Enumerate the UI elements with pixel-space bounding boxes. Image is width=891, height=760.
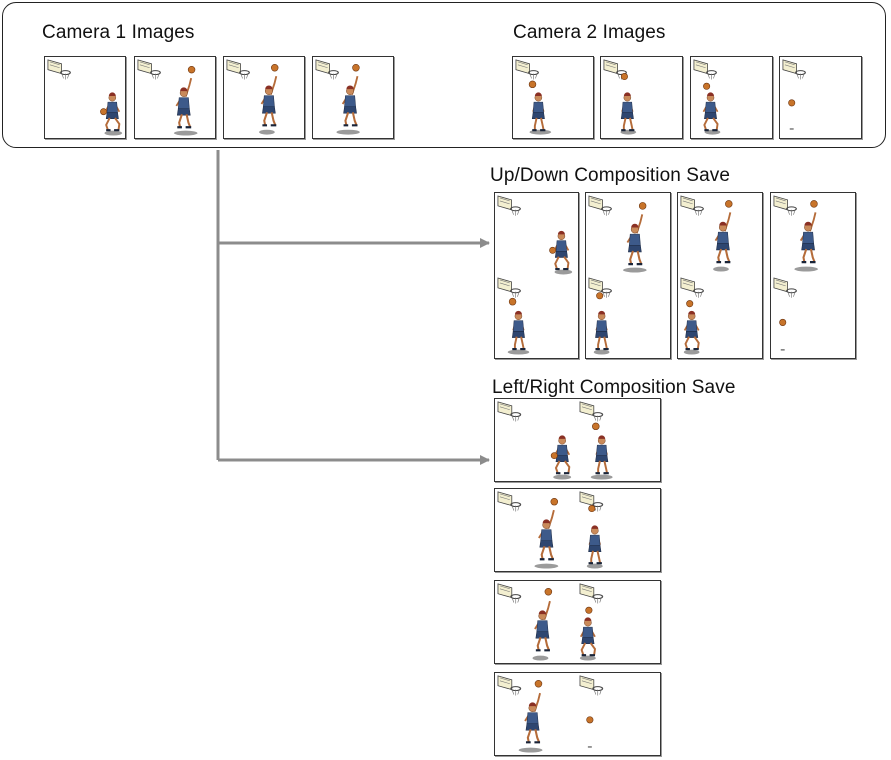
ball-icon xyxy=(596,292,604,300)
camera1-title: Camera 1 Images xyxy=(42,22,195,43)
leftright-frame-3 xyxy=(494,580,661,664)
camera2-frame-3 xyxy=(690,56,773,139)
ball-icon xyxy=(620,73,628,81)
basketball-hoop-icon xyxy=(588,277,612,298)
basketball-player-icon xyxy=(714,212,732,264)
basketball-hoop-icon xyxy=(497,675,522,696)
ball-icon xyxy=(187,65,196,74)
basketball-hoop-icon xyxy=(579,491,604,512)
basketball-player-icon xyxy=(341,75,359,127)
ball-icon xyxy=(544,588,553,596)
basketball-hoop-icon xyxy=(497,277,521,298)
basketball-hoop-icon xyxy=(515,59,539,80)
basketball-hoop-icon xyxy=(497,195,521,216)
basketball-hoop-icon xyxy=(497,583,522,604)
basketball-hoop-icon xyxy=(137,59,161,80)
ball-icon xyxy=(100,108,107,116)
camera2-title: Camera 2 Images xyxy=(513,22,666,43)
camera1-frame-1 xyxy=(44,56,126,139)
basketball-player-icon xyxy=(554,435,571,475)
updown-frame-1 xyxy=(494,192,579,359)
ball-icon xyxy=(352,64,360,72)
ball-icon xyxy=(788,99,796,107)
updown-frame-2 xyxy=(585,192,671,359)
ball-icon xyxy=(638,202,647,210)
basketball-hoop-icon xyxy=(773,277,797,298)
basketball-hoop-icon xyxy=(680,195,704,216)
basketball-player-icon xyxy=(702,92,719,132)
updown-frame-4 xyxy=(770,192,856,359)
updown-title: Up/Down Composition Save xyxy=(490,165,731,186)
ball-icon xyxy=(550,497,559,506)
ball-icon xyxy=(779,318,787,326)
camera2-frame-1 xyxy=(512,56,594,139)
basketball-player-icon xyxy=(175,77,193,129)
basketball-hoop-icon xyxy=(579,675,604,696)
ball-icon xyxy=(686,300,694,308)
basketball-hoop-icon xyxy=(497,491,522,512)
ball-icon xyxy=(549,246,557,254)
camera1-frame-2 xyxy=(134,56,216,139)
basketball-player-icon xyxy=(620,92,635,132)
basketball-player-icon xyxy=(683,310,700,351)
ball-icon xyxy=(725,200,733,208)
basketball-hoop-icon xyxy=(603,59,627,80)
ball-icon xyxy=(810,200,818,208)
camera1-frame-4 xyxy=(312,56,394,139)
ball-icon xyxy=(534,680,543,688)
basketball-player-icon xyxy=(531,92,546,132)
camera2-frame-2 xyxy=(600,56,683,139)
ball-icon xyxy=(528,80,537,89)
basketball-player-icon xyxy=(260,75,278,127)
basketball-hoop-icon xyxy=(579,583,604,604)
basketball-player-icon xyxy=(588,525,602,565)
basketball-player-icon xyxy=(511,310,526,351)
ball-icon xyxy=(271,64,279,72)
leftright-frame-2 xyxy=(494,488,661,572)
basketball-hoop-icon xyxy=(782,59,806,80)
ball-icon xyxy=(585,606,593,614)
basketball-hoop-icon xyxy=(47,59,71,80)
basketball-hoop-icon xyxy=(773,195,797,216)
basketball-player-icon xyxy=(104,92,121,132)
camera2-frame-4 xyxy=(779,56,862,139)
ball-icon xyxy=(588,505,596,513)
leftright-frame-4 xyxy=(494,672,661,756)
basketball-player-icon xyxy=(595,435,609,475)
basketball-hoop-icon xyxy=(680,277,704,298)
basketball-player-icon xyxy=(799,212,817,264)
leftright-frame-1 xyxy=(494,398,661,482)
ball-icon xyxy=(550,452,558,460)
basketball-player-icon xyxy=(524,692,541,744)
basketball-player-icon xyxy=(579,617,597,657)
ball-icon xyxy=(508,297,517,306)
ball-icon xyxy=(703,82,711,90)
basketball-hoop-icon xyxy=(497,401,522,422)
basketball-hoop-icon xyxy=(579,401,604,422)
basketball-player-icon xyxy=(595,310,609,351)
basketball-hoop-icon xyxy=(315,59,339,80)
basketball-player-icon xyxy=(538,509,555,561)
basketball-player-icon xyxy=(553,230,570,271)
ball-icon xyxy=(592,422,600,431)
camera1-frame-3 xyxy=(223,56,305,139)
leftright-title: Left/Right Composition Save xyxy=(492,377,736,398)
basketball-player-icon xyxy=(534,600,551,652)
basketball-hoop-icon xyxy=(226,59,250,80)
basketball-player-icon xyxy=(626,214,644,266)
ball-icon xyxy=(586,716,594,724)
basketball-hoop-icon xyxy=(588,195,612,216)
updown-frame-3 xyxy=(677,192,763,359)
basketball-hoop-icon xyxy=(693,59,717,80)
